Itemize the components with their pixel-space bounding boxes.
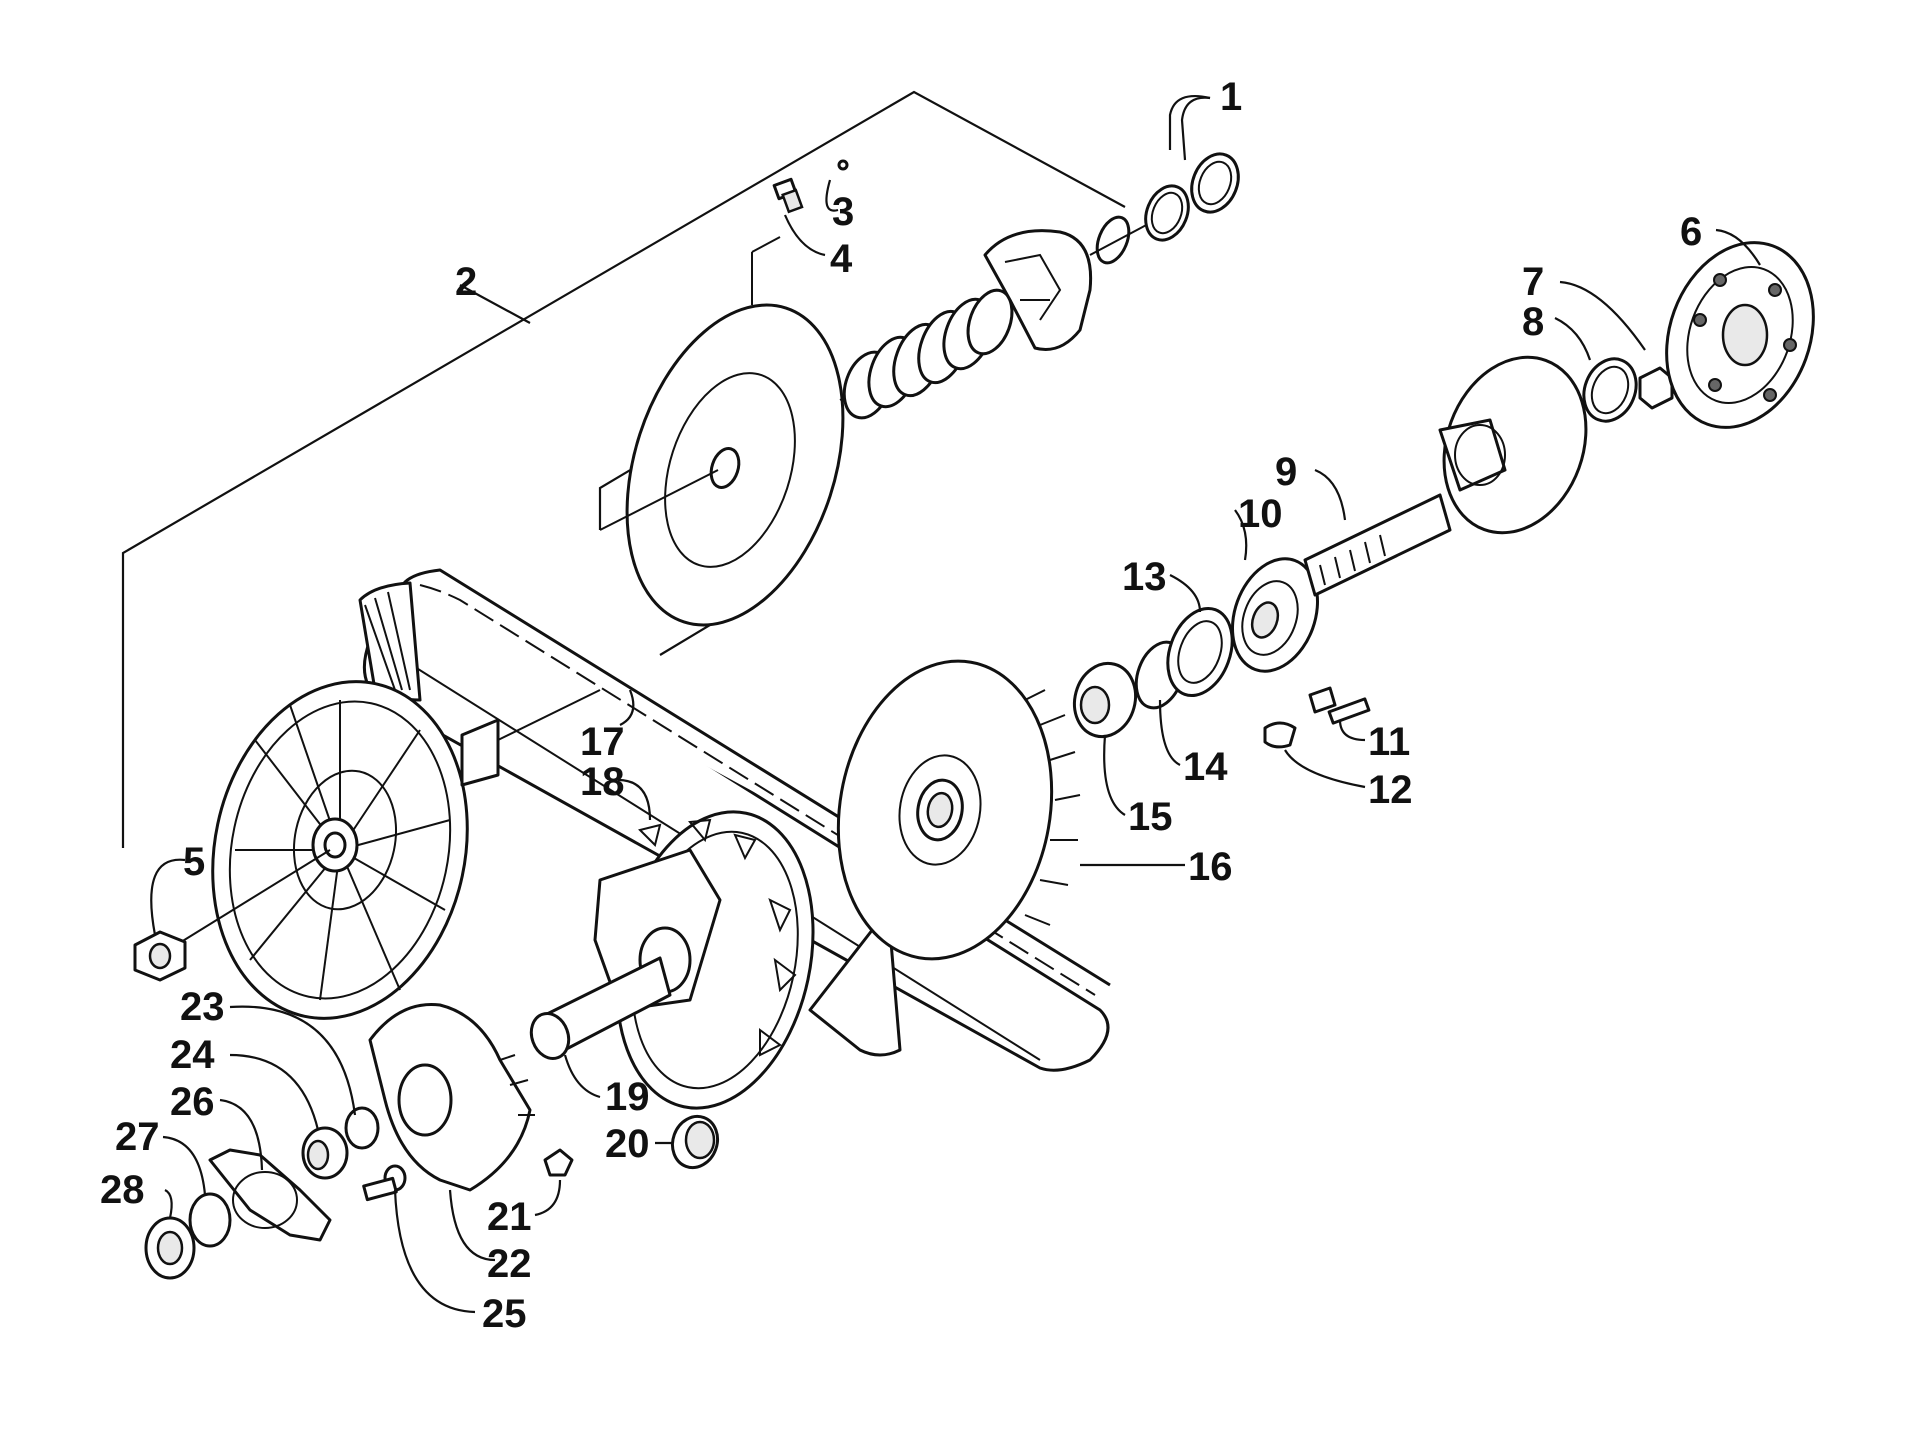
callout-23: 23 bbox=[180, 985, 225, 1029]
drive-fixed-sheave-22 bbox=[368, 1002, 535, 1192]
plate-26 bbox=[208, 1148, 332, 1242]
callout-24: 24 bbox=[170, 1033, 215, 1077]
spacer-23-24 bbox=[301, 1106, 380, 1180]
callout-8: 8 bbox=[1522, 300, 1544, 344]
callout-4: 4 bbox=[830, 237, 853, 281]
callout-16: 16 bbox=[1188, 845, 1233, 889]
callout-28: 28 bbox=[100, 1168, 145, 1212]
callout-6: 6 bbox=[1680, 210, 1702, 254]
callout-15: 15 bbox=[1128, 795, 1173, 839]
callout-labels: 1 2 3 4 5 6 7 8 9 10 11 12 13 14 15 16 1… bbox=[100, 75, 1702, 1336]
driven-cam bbox=[983, 229, 1093, 351]
washers-item-1 bbox=[1089, 152, 1240, 256]
snap-ring-driven bbox=[1095, 215, 1131, 265]
bolt-11-clip-12 bbox=[1263, 686, 1371, 749]
callout-12: 12 bbox=[1368, 768, 1413, 812]
washer-27-seal-28 bbox=[144, 1192, 232, 1280]
clip-21 bbox=[543, 1148, 574, 1177]
bolt-25 bbox=[362, 1164, 407, 1202]
shaft-9-housing bbox=[1303, 355, 1588, 597]
driven-sheave-upper bbox=[599, 303, 845, 627]
callout-25: 25 bbox=[482, 1292, 527, 1336]
callout-5: 5 bbox=[183, 840, 205, 884]
callout-26: 26 bbox=[170, 1080, 215, 1124]
callout-21: 21 bbox=[487, 1195, 532, 1239]
drive-clutch-assembly bbox=[529, 810, 815, 1110]
nut-5 bbox=[133, 930, 187, 982]
callout-1: 1 bbox=[1220, 75, 1242, 119]
callout-18: 18 bbox=[580, 760, 625, 804]
driven-spring bbox=[839, 288, 1014, 420]
callout-20: 20 bbox=[605, 1122, 650, 1166]
callout-13: 13 bbox=[1122, 555, 1167, 599]
drive-movable-sheave bbox=[836, 659, 1081, 961]
callout-22: 22 bbox=[487, 1242, 532, 1286]
callout-10: 10 bbox=[1238, 492, 1283, 536]
screw-clip-items-3-4 bbox=[751, 159, 849, 305]
seal-13 bbox=[1166, 606, 1234, 698]
callout-14: 14 bbox=[1183, 745, 1228, 789]
spacer-15-ring-14 bbox=[1072, 640, 1186, 739]
callout-27: 27 bbox=[115, 1115, 160, 1159]
leader-lines bbox=[150, 94, 1761, 1314]
callout-17: 17 bbox=[580, 720, 625, 764]
callout-9: 9 bbox=[1275, 450, 1297, 494]
washer-8-nut-7-clutch-6 bbox=[1582, 241, 1815, 429]
driven-fixed-sheave bbox=[159, 680, 601, 1020]
callout-11: 11 bbox=[1368, 720, 1410, 764]
bushing-20 bbox=[670, 1114, 720, 1170]
bearing-10 bbox=[1230, 557, 1320, 673]
callout-3: 3 bbox=[832, 190, 854, 234]
callout-7: 7 bbox=[1522, 260, 1544, 304]
callout-19: 19 bbox=[605, 1075, 650, 1119]
callout-2: 2 bbox=[455, 260, 477, 304]
